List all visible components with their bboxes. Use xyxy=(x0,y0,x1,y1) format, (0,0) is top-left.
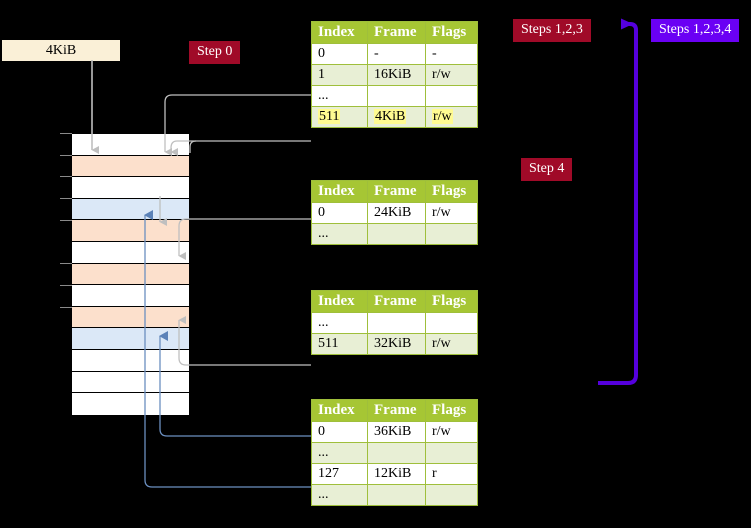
source-frame-box: 4KiB xyxy=(1,39,121,62)
memory-tick xyxy=(60,155,72,156)
badge-steps-1234: Steps 1,2,3,4 xyxy=(651,19,740,42)
column-header-frame: Frame xyxy=(367,21,426,44)
memory-frame-row xyxy=(72,220,189,242)
cell-index: ... xyxy=(311,223,368,245)
table-row: 511 4KiB r/w xyxy=(311,106,478,128)
cell-index: 1 xyxy=(311,64,368,86)
cell-flags: r/w xyxy=(425,202,478,224)
highlighted-value: r/w xyxy=(432,109,453,124)
column-header-frame: Frame xyxy=(367,399,426,422)
memory-frame-row xyxy=(72,371,189,394)
table-row: ... xyxy=(311,85,478,107)
cell-index: 511 xyxy=(311,333,368,355)
source-frame-label: 4KiB xyxy=(45,42,77,58)
memory-frame-row xyxy=(72,328,189,350)
memory-frame-row xyxy=(72,306,189,329)
cell-index: 0 xyxy=(311,421,368,443)
column-header-flags: Flags xyxy=(425,21,478,44)
connector-t2-to-frame xyxy=(178,218,311,260)
cell-index: ... xyxy=(311,85,368,107)
cell-index: ... xyxy=(311,484,368,506)
cell-frame: 24KiB xyxy=(367,202,426,224)
column-header-index: Index xyxy=(311,290,368,313)
column-header-index: Index xyxy=(311,180,368,203)
cell-frame xyxy=(367,223,426,245)
memory-tick xyxy=(60,220,72,221)
highlighted-value: 4KiB xyxy=(374,109,407,124)
memory-tick xyxy=(60,176,72,177)
cell-flags: - xyxy=(425,43,478,65)
memory-tick xyxy=(60,133,72,134)
memory-frame-row xyxy=(72,393,189,415)
cell-index: 0 xyxy=(311,43,368,65)
cell-frame xyxy=(367,85,426,107)
badge-step-4: Step 4 xyxy=(521,158,573,181)
cell-flags: r/w xyxy=(425,106,478,128)
badge-steps-123: Steps 1,2,3 xyxy=(513,19,591,42)
column-header-flags: Flags xyxy=(425,180,478,203)
memory-frame-row xyxy=(72,285,189,307)
cell-flags: r/w xyxy=(425,421,478,443)
cell-flags xyxy=(425,85,478,107)
column-header-frame: Frame xyxy=(367,180,426,203)
cell-frame: 16KiB xyxy=(367,64,426,86)
memory-frame-row xyxy=(72,177,189,199)
badge-step-0: Step 0 xyxy=(189,41,241,64)
memory-tick xyxy=(60,285,72,286)
memory-frame-row xyxy=(72,155,189,178)
cell-frame: 12KiB xyxy=(367,463,426,485)
cell-flags xyxy=(425,312,478,334)
cell-frame: 32KiB xyxy=(367,333,426,355)
column-header-frame: Frame xyxy=(367,290,426,313)
cell-frame: - xyxy=(367,43,426,65)
cell-index: ... xyxy=(311,442,368,464)
table-row: ... xyxy=(311,223,478,245)
cell-flags xyxy=(425,223,478,245)
cell-index: 511 xyxy=(311,106,368,128)
table-row: ... xyxy=(311,484,478,506)
cell-frame: 36KiB xyxy=(367,421,426,443)
table-row: 0-- xyxy=(311,43,478,65)
bracket-arrow-steps xyxy=(598,18,638,385)
column-header-flags: Flags xyxy=(425,399,478,422)
cell-flags: r/w xyxy=(425,333,478,355)
memory-frame-row xyxy=(72,349,189,372)
memory-frame-row xyxy=(72,241,189,264)
physical-memory-grid xyxy=(71,133,190,415)
column-header-index: Index xyxy=(311,21,368,44)
highlighted-value: 511 xyxy=(318,109,341,124)
column-header-flags: Flags xyxy=(425,290,478,313)
cell-flags xyxy=(425,484,478,506)
cell-flags xyxy=(425,442,478,464)
memory-tick xyxy=(60,263,72,264)
memory-frame-row xyxy=(72,198,189,221)
column-header-index: Index xyxy=(311,399,368,422)
cell-frame xyxy=(367,442,426,464)
cell-frame xyxy=(367,484,426,506)
connector-t1-out-a xyxy=(189,140,311,153)
cell-index: 127 xyxy=(311,463,368,485)
cell-flags: r/w xyxy=(425,64,478,86)
memory-frame-row xyxy=(72,263,189,286)
cell-index: 0 xyxy=(311,202,368,224)
memory-tick xyxy=(60,307,72,308)
memory-tick xyxy=(60,198,72,199)
cell-index: ... xyxy=(311,312,368,334)
cell-flags: r xyxy=(425,463,478,485)
table-row: ... xyxy=(311,442,478,464)
table-row: ... xyxy=(311,312,478,334)
cell-frame xyxy=(367,312,426,334)
cell-frame: 4KiB xyxy=(367,106,426,128)
memory-frame-row xyxy=(72,134,189,156)
connector-t3-to-frame xyxy=(178,316,311,366)
